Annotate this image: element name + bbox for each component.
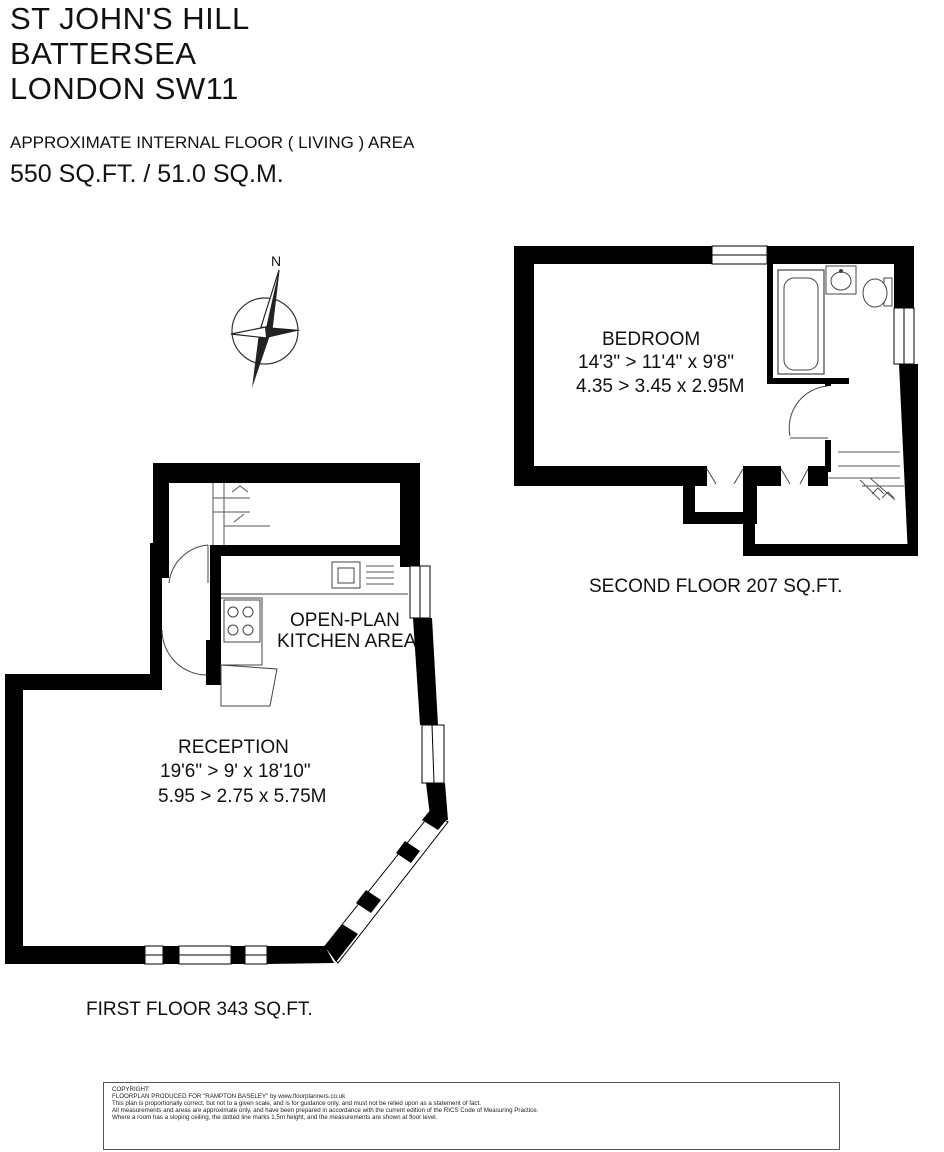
- wall: [683, 512, 757, 524]
- wall: [514, 246, 534, 486]
- wall: [5, 946, 145, 964]
- address-line-1: ST JOHN'S HILL: [10, 1, 250, 36]
- door-swing: [788, 385, 829, 437]
- copyright-producer: FLOORPLAN PRODUCED FOR "RAMPTON BASELEY"…: [112, 1093, 346, 1100]
- wall: [210, 545, 410, 556]
- door-swing: [168, 544, 209, 584]
- wall: [153, 463, 169, 538]
- first-floor-caption: FIRST FLOOR 343 SQ.FT.: [86, 999, 313, 1020]
- wall: [808, 466, 828, 486]
- kitchen-label-line-2: KITCHEN AREA: [277, 631, 417, 652]
- reception-name: RECEPTION: [178, 737, 289, 758]
- wall: [5, 674, 23, 964]
- reception-imperial-dimensions: 19'6" > 9' x 18'10": [160, 761, 311, 782]
- wall: [150, 543, 162, 678]
- wall: [743, 476, 755, 556]
- copyright-notice: COPYRIGHT: FLOORPLAN PRODUCED FOR "RAMPT…: [103, 1082, 840, 1150]
- wall: [514, 466, 707, 486]
- copyright-disclaimer-3: Where a room has a sloping ceiling, the …: [112, 1114, 438, 1121]
- wall: [899, 364, 918, 556]
- wall: [153, 463, 419, 483]
- reception-metric-dimensions: 5.95 > 2.75 x 5.75M: [158, 786, 327, 807]
- first-floor-plan: [5, 463, 449, 965]
- bedroom-imperial-dimensions: 14'3" > 11'4" x 9'8": [578, 352, 734, 373]
- hob-icon: [223, 599, 261, 643]
- copyright-heading: COPYRIGHT:: [112, 1086, 150, 1093]
- staircase: [828, 451, 904, 501]
- bedroom-metric-dimensions: 4.35 > 3.45 x 2.95M: [576, 376, 745, 397]
- cupboard-doors: [706, 468, 809, 485]
- wall: [267, 946, 334, 964]
- wall: [894, 246, 914, 308]
- compass-rose-icon: N: [230, 253, 301, 388]
- bedroom-name: BEDROOM: [602, 329, 701, 350]
- wall: [426, 783, 448, 820]
- staircase: [212, 483, 270, 545]
- copyright-disclaimer-1: This plan is proportionally correct, but…: [112, 1100, 481, 1107]
- copyright-disclaimer-2: All measurements and areas are approxima…: [112, 1107, 539, 1114]
- kitchen-counter: [221, 597, 263, 666]
- wall: [514, 246, 712, 264]
- wall: [755, 466, 781, 486]
- wall: [743, 544, 918, 556]
- wall: [210, 545, 221, 685]
- wall: [767, 246, 914, 264]
- wall: [5, 674, 162, 690]
- address-line-2: BATTERSEA: [10, 36, 197, 71]
- wall: [413, 618, 438, 725]
- address-line-3: LONDON SW11: [10, 71, 239, 106]
- compass-north-label: N: [271, 253, 281, 269]
- second-floor-caption: SECOND FLOOR 207 SQ.FT.: [589, 576, 843, 597]
- wall: [400, 463, 420, 567]
- area-value: 550 SQ.FT. / 51.0 SQ.M.: [10, 160, 284, 188]
- second-floor-plan: [514, 245, 918, 556]
- wall: [683, 466, 695, 524]
- area-label: APPROXIMATE INTERNAL FLOOR ( LIVING ) AR…: [10, 133, 415, 152]
- kitchen-label-line-1: OPEN-PLAN: [290, 610, 400, 631]
